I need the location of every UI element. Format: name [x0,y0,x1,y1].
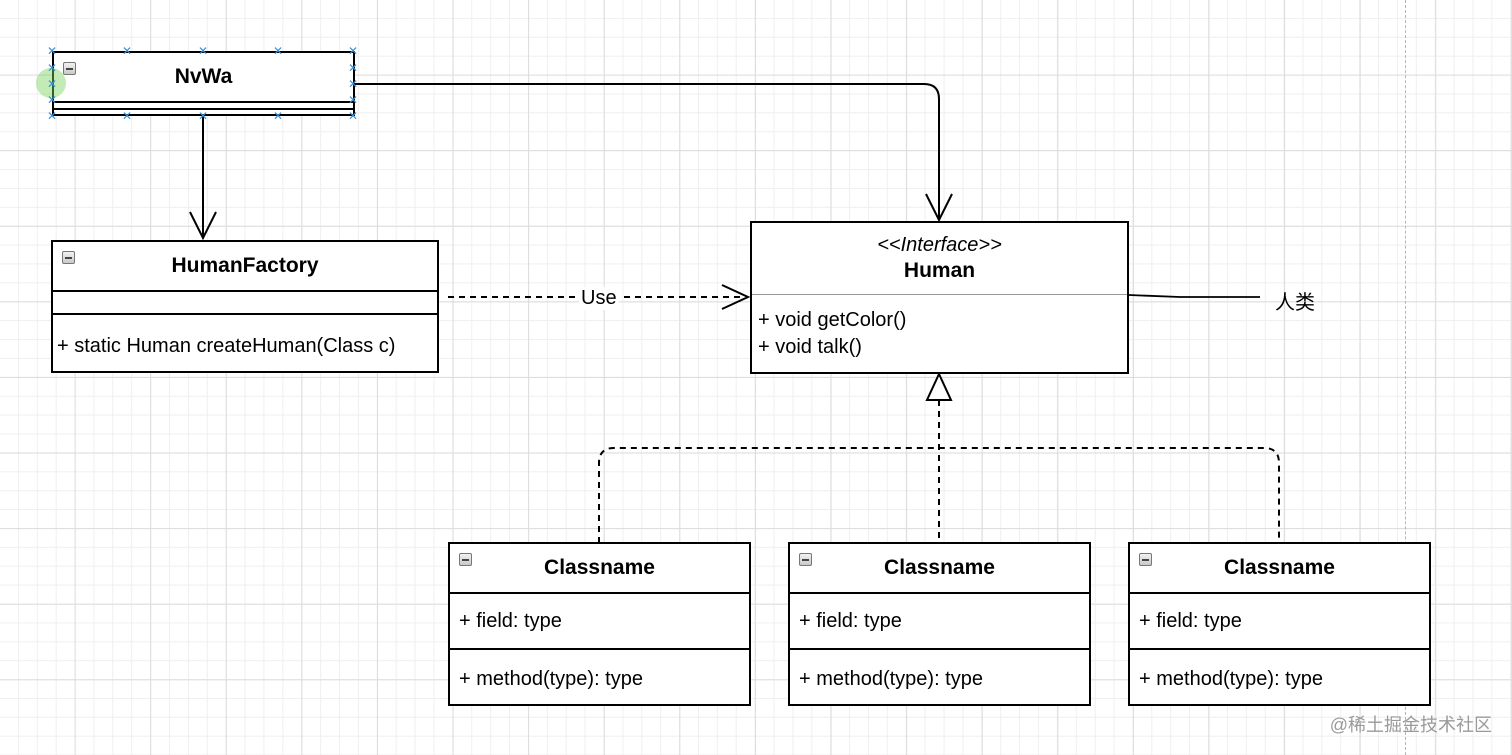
resize-handle-icon[interactable]: ✕ [273,109,284,123]
class-implementation-header: Classname [450,544,749,594]
class-nvwa-name: NvWa [174,65,233,88]
class-implementation-fields: + field: type [1130,594,1429,650]
resize-handle-icon[interactable]: ✕ [348,44,359,58]
method-talk: + void talk() [758,336,862,358]
interface-human-header: <<Interface>> Human [752,223,1127,295]
class-implementation-methods: + method(type): type [450,650,749,704]
method-entry: + method(type): type [459,667,643,690]
resize-handle-icon[interactable]: ✕ [122,109,133,123]
class-implementation-header: Classname [1130,544,1429,594]
class-human-factory-header: HumanFactory [53,242,437,292]
field-entry: + field: type [799,609,902,632]
resize-handle-icon[interactable]: ✕ [348,61,359,75]
field-entry: + field: type [459,609,562,632]
class-implementation-name: Classname [544,556,655,579]
realization-triangle [925,371,953,401]
class-implementation-fields: + field: type [790,594,1089,650]
class-nvwa[interactable]: NvWa [52,51,355,116]
method-entry: + method(type): type [1139,667,1323,690]
resize-handle-icon[interactable]: ✕ [47,93,58,107]
class-implementation-2[interactable]: Classname + field: type + method(type): … [788,542,1091,706]
annotation-text: 人类 [1275,292,1315,314]
interface-human-methods: + void getColor() + void talk() [752,295,1127,361]
resize-handle-icon[interactable]: ✕ [47,109,58,123]
association-nvwa-human-arrow [925,193,953,223]
class-nvwa-attributes [54,103,353,110]
class-implementation-3[interactable]: Classname + field: type + method(type): … [1128,542,1431,706]
association-nvwa-factory-arrow [189,211,217,241]
class-implementation-fields: + field: type [450,594,749,650]
class-implementation-methods: + method(type): type [1130,650,1429,704]
resize-handle-icon[interactable]: ✕ [47,44,58,58]
collapse-icon[interactable] [62,251,75,264]
class-implementation-methods: + method(type): type [790,650,1089,704]
collapse-icon[interactable] [799,553,812,566]
association-nvwa-human [355,83,940,220]
page-boundary [1405,0,1406,755]
realization-bus [598,447,1280,543]
resize-handle-icon[interactable]: ✕ [47,61,58,75]
note-line [1128,294,1260,298]
class-human-factory[interactable]: HumanFactory + static Human createHuman(… [51,240,439,373]
connection-point[interactable] [36,68,66,98]
class-implementation-header: Classname [790,544,1089,594]
class-implementation-name: Classname [1224,556,1335,579]
class-nvwa-header: NvWa [54,53,353,103]
class-implementation-name: Classname [884,556,995,579]
resize-handle-icon[interactable]: ✕ [122,44,133,58]
resize-handle-icon[interactable]: ✕ [348,109,359,123]
collapse-icon[interactable] [459,553,472,566]
resize-handle-icon[interactable]: ✕ [47,77,58,91]
resize-handle-icon[interactable]: ✕ [348,77,359,91]
method-create-human: + static Human createHuman(Class c) [57,334,396,357]
class-human-factory-methods: + static Human createHuman(Class c) [53,315,437,371]
interface-human[interactable]: <<Interface>> Human + void getColor() + … [750,221,1129,374]
resize-handle-icon[interactable]: ✕ [198,44,209,58]
class-implementation-1[interactable]: Classname + field: type + method(type): … [448,542,751,706]
class-human-factory-name: HumanFactory [171,254,319,277]
method-entry: + method(type): type [799,667,983,690]
interface-stereotype: <<Interface>> [877,234,1002,256]
resize-handle-icon[interactable]: ✕ [198,109,209,123]
resize-handle-icon[interactable]: ✕ [348,93,359,107]
dependency-use-arrow [721,284,751,310]
collapse-icon[interactable] [1139,553,1152,566]
class-human-factory-attributes [53,292,437,315]
use-label: Use [579,287,619,310]
field-entry: + field: type [1139,609,1242,632]
watermark: @稀土掘金技术社区 [1329,715,1492,735]
method-get-color: + void getColor() [758,309,907,331]
resize-handle-icon[interactable]: ✕ [273,44,284,58]
interface-human-name: Human [903,259,976,282]
collapse-icon[interactable] [63,62,76,75]
